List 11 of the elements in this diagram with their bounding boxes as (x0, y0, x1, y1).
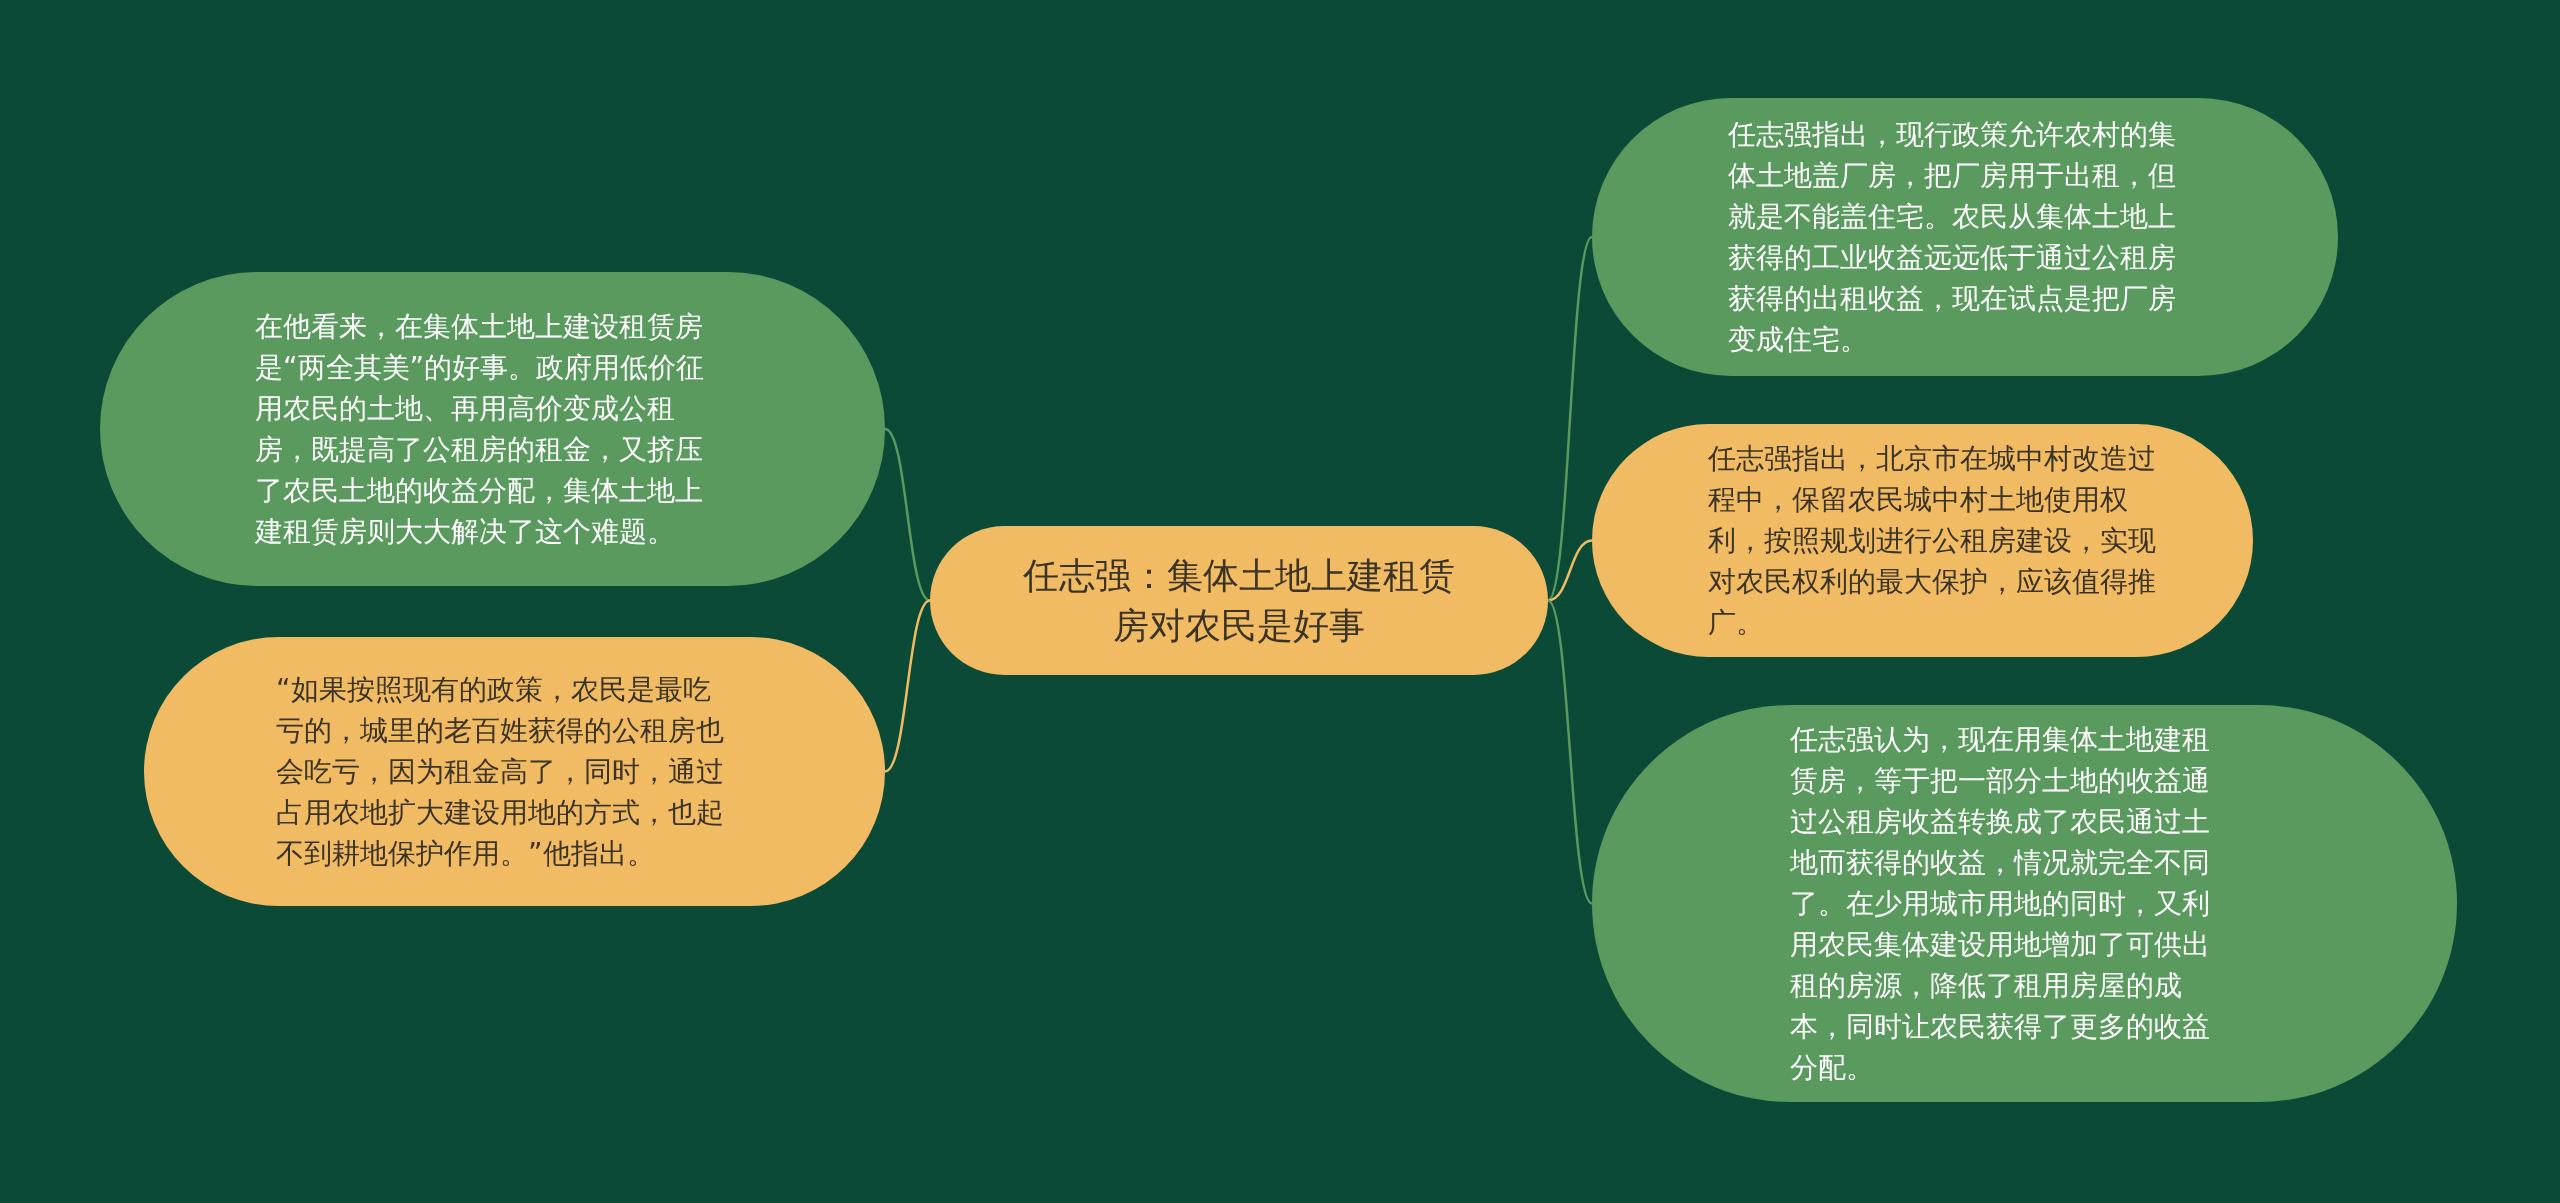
topic-text: 任志强指出，现行政策允许农村的集体土地盖厂房，把厂房用于出租，但就是不能盖住宅。农民从集体土地上获得的工业收益远远低于通过公租房获得的出租收益，现在试点是把厂房变成住宅。 (1728, 117, 2177, 358)
connector-line (1547, 599, 1593, 905)
connector-line (884, 599, 931, 773)
topic-text: 任志强指出，北京市在城中村改造过程中，保留农民城中村土地使用权利，按照规划进行公租房建设，实现对农民权利的最大保护，应该值得推广。 (1708, 441, 2157, 641)
topic-title: 任志强：集体土地上建租赁房对农民是好事 (1023, 553, 1455, 648)
topic-text: 在他看来，在集体土地上建设租赁房是“两全其美”的好事。政府用低价征用农民的土地、再用高价变成公租房，既提高了公租房的租金，又挤压了农民土地的收益分配，集体土地上建租赁房则大大解决了这个难题。 (255, 309, 705, 550)
connector-line (1546, 236, 1594, 602)
connector-line (1547, 539, 1593, 602)
connector-line (884, 427, 931, 602)
topic-text: “如果按照现有的政策，农民是最吃亏的，城里的老百姓获得的公租房也会吃亏，因为租金高了，同时，通过占用农地扩大建设用地的方式，也起不到耕地保护作用。”他指出。 (276, 672, 725, 872)
topic-text: 任志强认为，现在用集体土地建租赁房，等于把一部分土地的收益通过公租房收益转换成了农民通过土地而获得的收益，情况就完全不同了。在少用城市用地的同时，又利用农民集体建设用地增加了可供出租的房源，降低了租用房屋的成本，同时让农民获得了更多的收益分配。 (1790, 722, 2211, 1086)
